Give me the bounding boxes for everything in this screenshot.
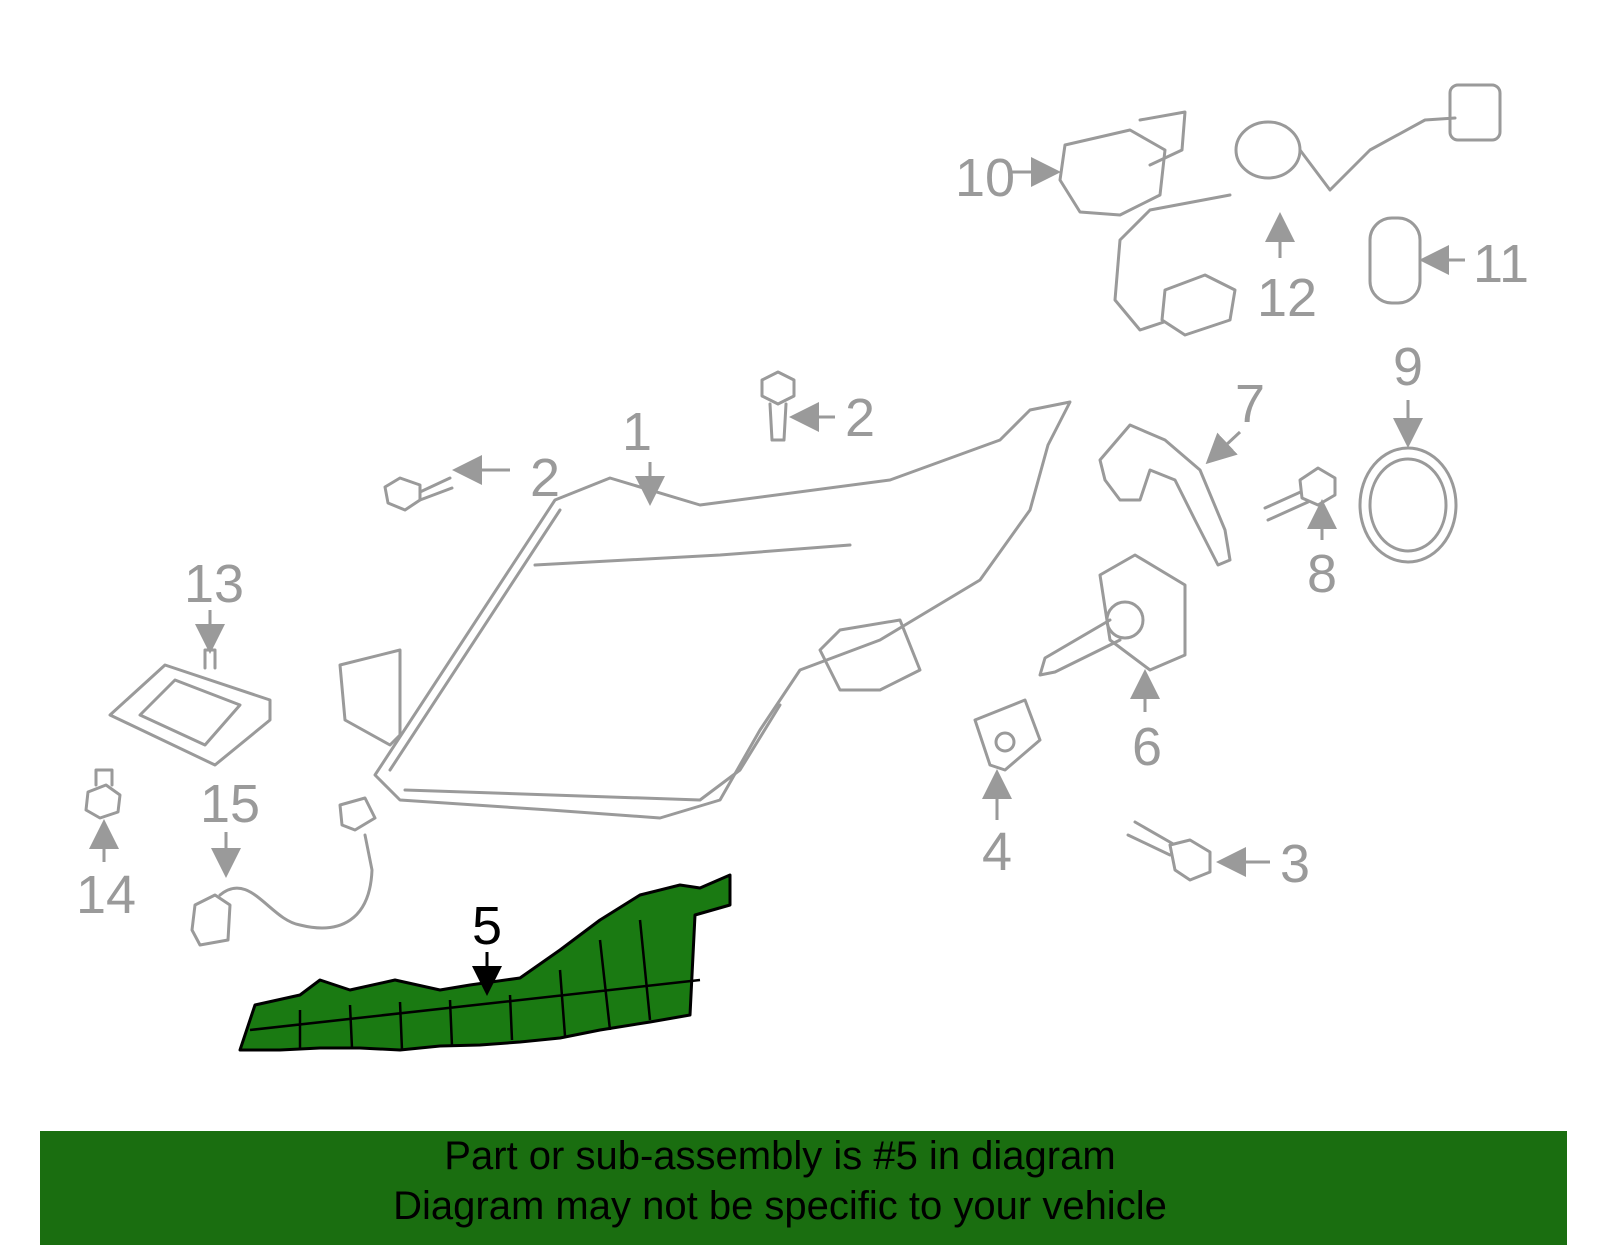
- bolt-part-2a: [383, 476, 454, 512]
- bulb-part-6: [1038, 553, 1187, 677]
- headlamp-assembly-part: [338, 400, 1072, 820]
- banner-line-2: Diagram may not be specific to your vehi…: [393, 1184, 1167, 1228]
- mounting-bracket-part-5: [238, 873, 732, 1052]
- wiring-harness-part-15: [190, 796, 377, 947]
- callout-1: 1: [622, 402, 665, 506]
- callout-3-label: 3: [1280, 834, 1310, 894]
- callout-3: 3: [1216, 834, 1310, 894]
- bulb-part-10: [1058, 110, 1187, 217]
- callout-8: 8: [1307, 499, 1337, 604]
- bolt-part-8: [1263, 466, 1337, 522]
- callout-5-label: 5: [472, 896, 502, 956]
- socket-harness-part-12: [1113, 83, 1502, 337]
- callout-9: 9: [1393, 337, 1423, 448]
- cap-part-11: [1368, 216, 1422, 305]
- callout-2b-label: 2: [845, 388, 875, 448]
- callout-9-label: 9: [1393, 337, 1423, 397]
- stud-part-14: [84, 768, 122, 820]
- callout-6: 6: [1130, 669, 1162, 777]
- callout-6-label: 6: [1132, 717, 1162, 777]
- callout-2b: 2: [789, 388, 875, 448]
- bolt-part-2b: [760, 370, 796, 442]
- banner-line-1: Part or sub-assembly is #5 in diagram: [444, 1134, 1116, 1178]
- callout-10: 10: [955, 148, 1061, 208]
- callout-15: 15: [200, 774, 260, 878]
- callout-14: 14: [76, 819, 136, 925]
- callout-4-label: 4: [982, 822, 1012, 882]
- callout-1-label: 1: [622, 402, 652, 462]
- callout-13-label: 13: [184, 554, 244, 614]
- callout-7: 7: [1205, 374, 1265, 465]
- callout-10-label: 10: [955, 148, 1015, 208]
- callout-2a-label: 2: [530, 448, 560, 508]
- callout-13: 13: [184, 554, 244, 654]
- callout-2a: 2: [452, 448, 560, 508]
- callout-14-label: 14: [76, 865, 136, 925]
- callout-12: 12: [1257, 212, 1317, 328]
- bracket-part-7: [1098, 423, 1232, 567]
- bracket-part-4: [973, 698, 1042, 772]
- callout-5: 5: [472, 896, 502, 996]
- callout-12-label: 12: [1257, 268, 1317, 328]
- callout-7-label: 7: [1235, 374, 1265, 434]
- ballast-module-part-13: [108, 648, 272, 767]
- seal-ring-part-9: [1358, 446, 1458, 564]
- callout-15-label: 15: [200, 774, 260, 834]
- bolt-part-3: [1126, 820, 1212, 882]
- callout-11-label: 11: [1473, 234, 1529, 294]
- callout-4: 4: [982, 769, 1012, 882]
- info-banner: Part or sub-assembly is #5 in diagram Di…: [40, 1131, 1567, 1245]
- callout-8-label: 8: [1307, 544, 1337, 604]
- callout-11: 11: [1419, 234, 1529, 294]
